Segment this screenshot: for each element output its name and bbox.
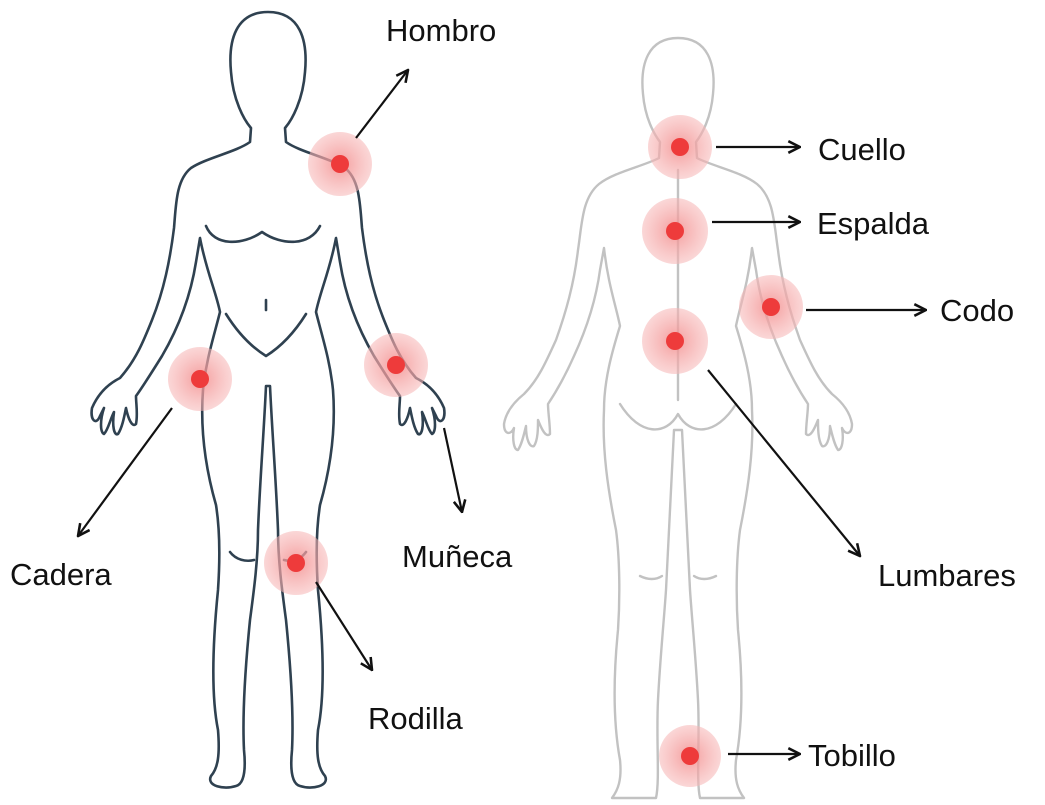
label-lumbares: Lumbares [878, 558, 1016, 593]
arrow-icon [356, 70, 408, 138]
label-cuello: Cuello [818, 132, 906, 167]
front-chest-line [206, 226, 320, 242]
pain-point-icon [642, 198, 708, 264]
pain-point-icon [308, 132, 372, 196]
front-pelvis-line [226, 314, 306, 356]
label-rodilla: Rodilla [368, 701, 464, 736]
front-knee-left [230, 552, 254, 561]
pain-point-icon [364, 333, 428, 397]
label-hombro: Hombro [386, 13, 496, 48]
labels: Hombro Cadera Muñeca Rodilla Cuello Espa… [10, 13, 1016, 773]
back-buttocks-line [620, 404, 736, 429]
label-espalda: Espalda [817, 206, 930, 241]
label-codo: Codo [940, 293, 1014, 328]
back-knee-right [694, 576, 716, 579]
label-tobillo: Tobillo [808, 738, 896, 773]
label-cadera: Cadera [10, 557, 112, 592]
pain-point-icon [739, 275, 803, 339]
front-body-outline [92, 12, 445, 788]
pain-point-icon [648, 115, 712, 179]
back-knee-left [640, 576, 662, 579]
arrow-icon [444, 428, 462, 512]
arrow-icon [78, 408, 172, 536]
pain-point-icon [168, 347, 232, 411]
label-muneca: Muñeca [402, 539, 513, 574]
arrows [78, 70, 926, 754]
pain-point-icon [642, 308, 708, 374]
pain-point-icon [659, 725, 721, 787]
arrow-icon [316, 582, 372, 670]
front-figure [92, 12, 445, 788]
